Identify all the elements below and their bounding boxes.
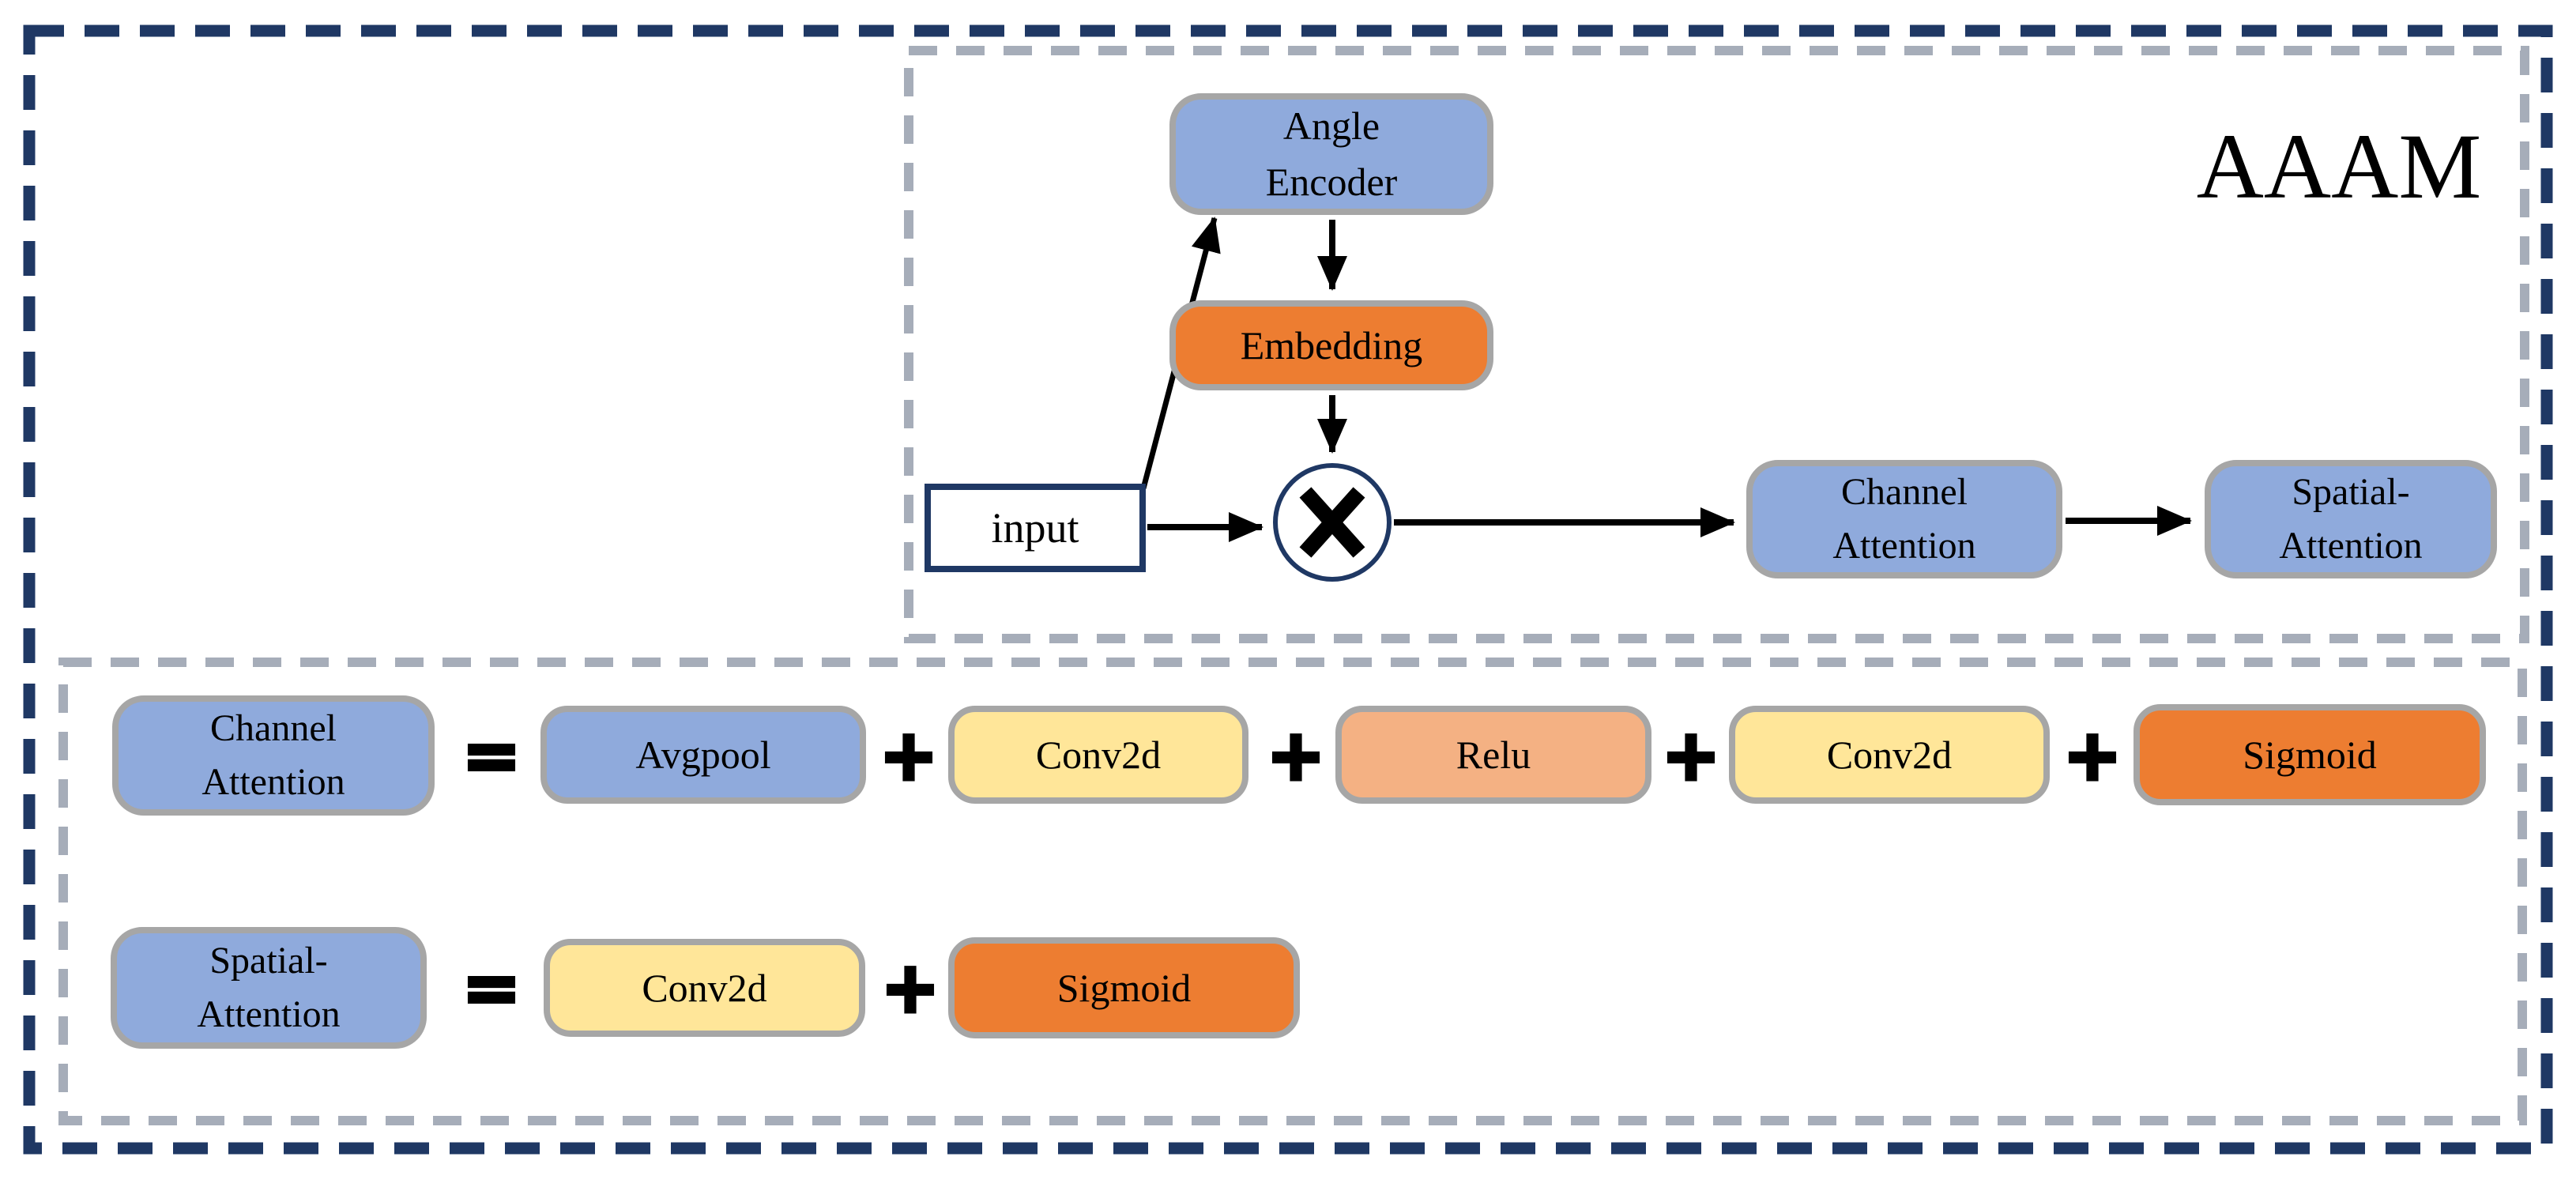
legend-term-conv2d-2: Conv2d: [1729, 706, 2050, 804]
plus-sign-row1-2: +: [1265, 714, 1328, 796]
channel-attention-label-line1: Channel: [1841, 470, 1968, 513]
legend-channel-line2: Attention: [201, 761, 345, 803]
plus-sign-row2-1: +: [879, 947, 942, 1028]
equals-sign-row1: =: [461, 714, 523, 796]
spatial-attention-label-line1: Spatial-: [2292, 470, 2410, 513]
relu-label: Relu: [1456, 732, 1531, 777]
conv2d-label: Conv2d: [1826, 732, 1953, 777]
channel-attention-label-line2: Attention: [1832, 525, 1976, 567]
legend-term-avgpool: Avgpool: [540, 706, 866, 804]
avgpool-label: Avgpool: [635, 732, 771, 777]
aaam-title: AAAM: [2196, 115, 2482, 218]
node-spatial-attention: Spatial- Attention: [2205, 460, 2497, 578]
legend-term-conv2d-3: Conv2d: [544, 939, 865, 1037]
conv2d-label: Conv2d: [1035, 732, 1162, 777]
legend-spatial-line2: Attention: [197, 993, 341, 1035]
plus-sign-row1-4: +: [2062, 714, 2124, 796]
legend-spatial-line1: Spatial-: [209, 939, 328, 982]
legend-channel-line1: Channel: [210, 707, 337, 749]
equals-sign-row2: =: [461, 947, 523, 1028]
multiply-node: [1273, 463, 1392, 582]
outer-dashed-border: [23, 24, 2553, 1155]
legend-term-relu: Relu: [1335, 706, 1651, 804]
input-label: input: [991, 504, 1079, 552]
sigmoid-label: Sigmoid: [1056, 965, 1192, 1010]
node-angle-encoder: Angle Encoder: [1169, 93, 1493, 215]
legend-term-conv2d-1: Conv2d: [948, 706, 1248, 804]
sigmoid-label: Sigmoid: [2243, 732, 2377, 777]
angle-encoder-label-line1: Angle: [1282, 104, 1380, 148]
legend-channel-attention-box: Channel Attention: [112, 695, 435, 816]
legend-term-sigmoid-2: Sigmoid: [948, 937, 1300, 1038]
node-channel-attention: Channel Attention: [1746, 460, 2062, 578]
legend-spatial-attention-box: Spatial- Attention: [111, 927, 427, 1049]
angle-encoder-label-line2: Encoder: [1265, 160, 1398, 204]
legend-term-sigmoid-1: Sigmoid: [2133, 704, 2486, 805]
embedding-label: Embedding: [1240, 322, 1423, 367]
aaam-module-border: [904, 46, 2529, 643]
node-input: input: [925, 484, 1146, 572]
plus-sign-row1-1: +: [878, 714, 940, 796]
multiply-icon: [1299, 487, 1365, 558]
plus-sign-row1-3: +: [1660, 714, 1723, 796]
spatial-attention-label-line2: Attention: [2279, 525, 2423, 567]
conv2d-label: Conv2d: [642, 965, 767, 1010]
legend-border: [58, 658, 2527, 1125]
node-embedding: Embedding: [1169, 300, 1493, 390]
